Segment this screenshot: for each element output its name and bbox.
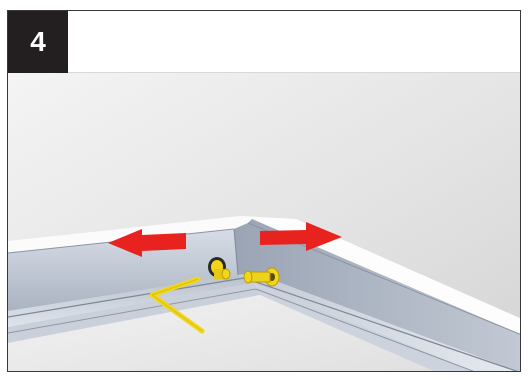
step-number-badge: 4 bbox=[8, 11, 68, 73]
assembly-illustration bbox=[8, 73, 521, 372]
step-number: 4 bbox=[30, 26, 46, 58]
instruction-panel: 4 bbox=[7, 10, 521, 372]
